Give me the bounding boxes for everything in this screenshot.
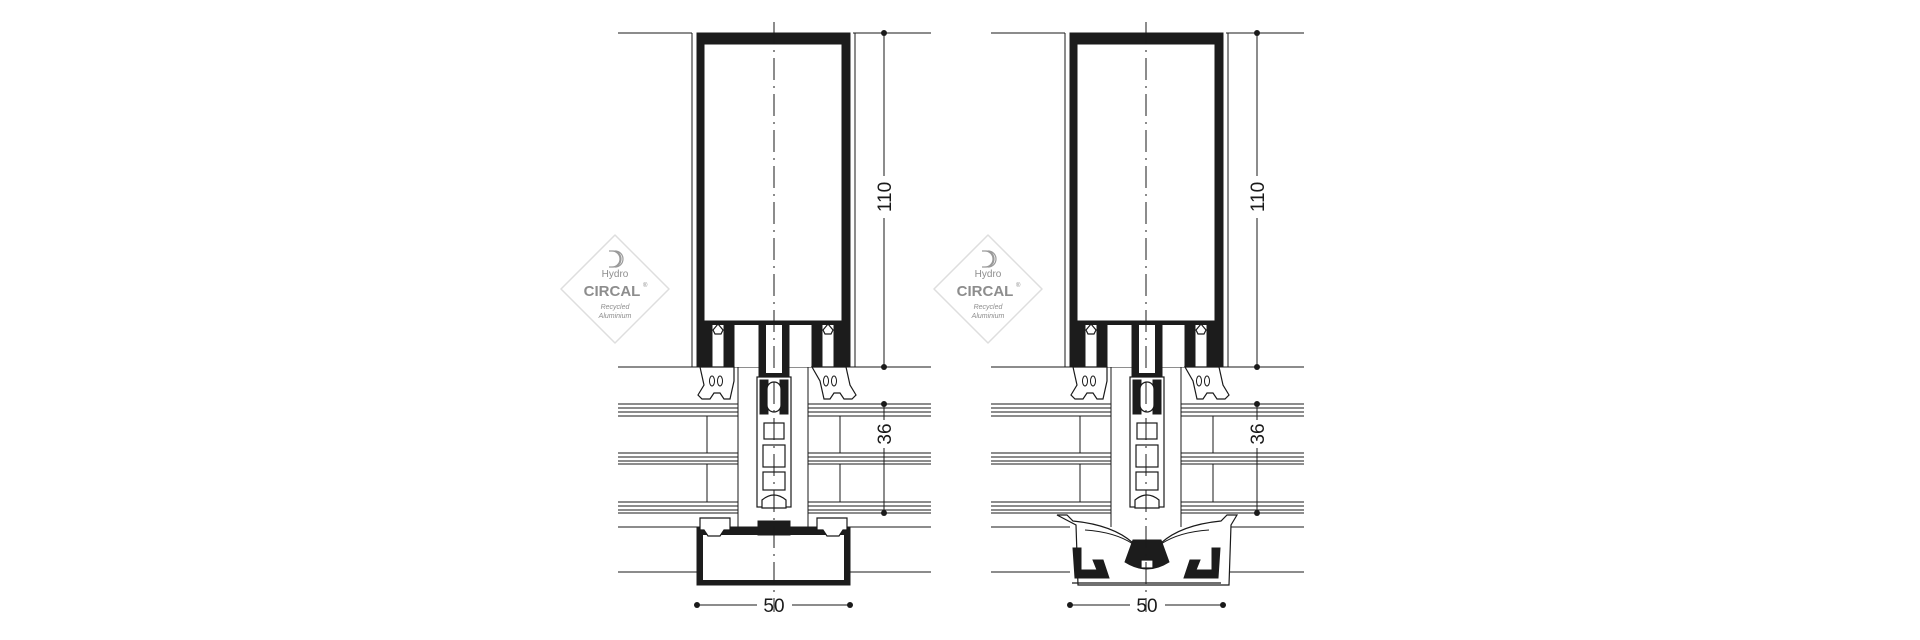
dimension-height-label: 110 xyxy=(875,182,896,212)
dimension-width-label: 50 xyxy=(763,596,784,617)
dimension-width-label: 50 xyxy=(1136,596,1157,617)
hydro-circal-logo-left: Hydro CIRCAL ® Recycled Aluminium xyxy=(560,234,670,344)
svg-text:Recycled: Recycled xyxy=(601,304,631,311)
section-standard-cap: 110 36 50 xyxy=(617,22,932,617)
section-curved-cap: 110 36 50 xyxy=(990,22,1305,617)
svg-text:Hydro: Hydro xyxy=(602,269,629,280)
svg-text:®: ® xyxy=(643,282,648,289)
svg-text:CIRCAL: CIRCAL xyxy=(584,283,641,300)
svg-text:CIRCAL: CIRCAL xyxy=(957,283,1014,300)
dimension-height-label: 110 xyxy=(1248,182,1269,212)
dimension-glass-label: 36 xyxy=(875,423,896,444)
hydro-icon xyxy=(609,250,624,268)
svg-text:Aluminium: Aluminium xyxy=(971,313,1005,320)
svg-text:®: ® xyxy=(1016,282,1021,289)
svg-text:Aluminium: Aluminium xyxy=(598,313,632,320)
hydro-icon xyxy=(982,250,997,268)
cover-cap-curved xyxy=(1056,514,1239,586)
svg-text:Recycled: Recycled xyxy=(974,304,1004,311)
dimension-glass-label: 36 xyxy=(1248,423,1269,444)
hydro-circal-logo-right: Hydro CIRCAL ® Recycled Aluminium xyxy=(933,234,1043,344)
svg-text:Hydro: Hydro xyxy=(975,269,1002,280)
